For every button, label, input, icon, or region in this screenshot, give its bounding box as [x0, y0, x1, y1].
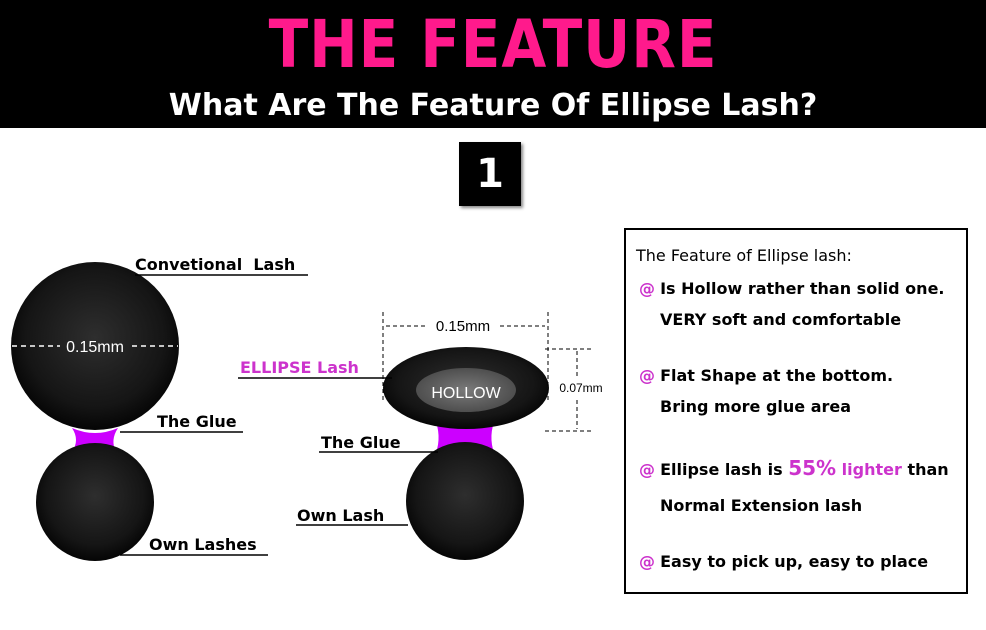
bullet-marker: @ [639, 279, 655, 298]
width-label: 0.15mm [436, 318, 490, 335]
conventional-lash-label: Convetional Lash [135, 255, 295, 274]
info-item-3-prefix: Ellipse lash is [660, 460, 789, 479]
info-item-4-line1: Easy to pick up, easy to place [660, 552, 929, 571]
info-item-3-line2: Normal Extension lash [660, 496, 863, 515]
header-banner: THE FEATURE What Are The Feature Of Elli… [0, 0, 986, 128]
bullet-marker: @ [639, 552, 655, 571]
step-number-badge: 1 [459, 142, 521, 206]
own-lash-circle-middle [406, 442, 524, 560]
info-item-2-line2: Bring more glue area [660, 397, 852, 416]
height-label: 0.07mm [559, 381, 602, 395]
info-item-1-line1: Is Hollow rather than solid one. [660, 279, 945, 298]
info-item-1: @ Is Hollow rather than solid one. [639, 279, 945, 298]
info-item-3-suffix: than [901, 460, 949, 479]
banner-subtitle: What Are The Feature Of Ellipse Lash? [168, 88, 818, 123]
own-lash-circle-left [36, 443, 154, 561]
banner-title: THE FEATURE [268, 6, 718, 83]
own-lash-label: Own Lash [297, 506, 384, 525]
info-item-3: @ Ellipse lash is 55% lighter than [639, 456, 949, 480]
bullet-marker: @ [639, 366, 655, 385]
info-item-3-lighter: lighter [836, 460, 902, 479]
hollow-label: HOLLOW [431, 385, 501, 402]
diameter-label: 0.15mm [66, 339, 124, 356]
hollow-core [416, 368, 516, 412]
feature-info-box: The Feature of Ellipse lash: @ Is Hollow… [624, 228, 968, 594]
ellipse-lash-label: ELLIPSE Lash [240, 358, 359, 377]
info-item-3-percent: 55% [788, 456, 837, 480]
info-item-2-line1: Flat Shape at the bottom. [660, 366, 894, 385]
glue-label-left: The Glue [157, 412, 237, 431]
info-item-2: @ Flat Shape at the bottom. [639, 366, 893, 385]
bullet-marker: @ [639, 460, 655, 479]
info-item-1-line2: VERY soft and comfortable [660, 310, 902, 329]
glue-label-middle: The Glue [321, 433, 401, 452]
own-lashes-label: Own Lashes [149, 535, 257, 554]
conventional-lash-circle [11, 262, 179, 430]
info-item-4: @ Easy to pick up, easy to place [639, 552, 928, 571]
info-title: The Feature of Ellipse lash: [636, 246, 852, 265]
